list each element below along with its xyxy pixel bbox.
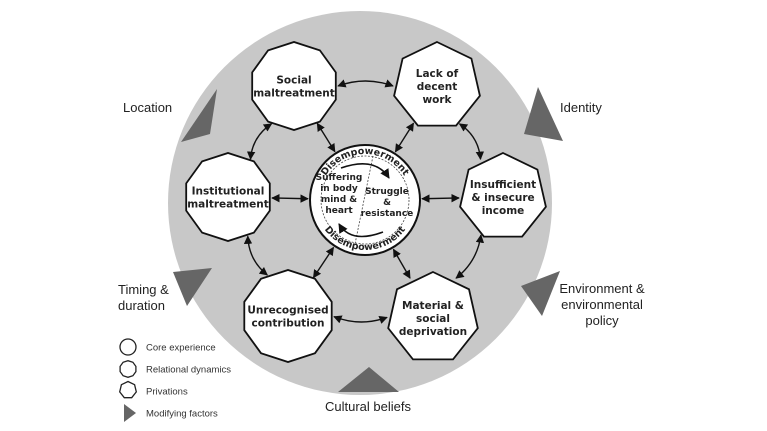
- cycle-arrow-icon: [338, 223, 384, 238]
- core-suffering-label: in body: [320, 184, 358, 194]
- relational-shape: [251, 41, 337, 131]
- node-label: maltreatment: [253, 88, 335, 100]
- core-struggle-label: Struggle: [365, 187, 409, 197]
- node-label: Insufficient: [470, 179, 536, 191]
- arrow-lack-insufficient: [458, 123, 485, 161]
- core-struggle-label: resistance: [361, 209, 414, 219]
- arrow-core-institutional: [271, 193, 309, 203]
- node-label: deprivation: [399, 326, 467, 338]
- core-outer-circle: [309, 144, 421, 256]
- core-inner-circle: [320, 155, 410, 245]
- modifier-label-identity: Identity: [560, 100, 602, 115]
- modifier-label-environment: environmental: [561, 297, 643, 312]
- core-suffering-label: heart: [325, 206, 353, 216]
- arrow-core-material: [392, 248, 411, 279]
- legend-label: Privations: [146, 387, 188, 398]
- modifier-label-environment: Environment &: [559, 281, 645, 296]
- arrow-unrecognised-institutional: [243, 235, 268, 276]
- core-experience: DisempowermentDisempowermentSufferingin …: [309, 144, 421, 256]
- legend-decagon-icon: [119, 360, 137, 378]
- modifier-label-timing: duration: [118, 298, 165, 313]
- privation-shape: [459, 152, 547, 238]
- legend-label: Core experience: [146, 343, 216, 354]
- node-label: Social: [276, 75, 311, 87]
- node-label: contribution: [251, 318, 324, 330]
- node-label: decent: [417, 81, 457, 93]
- arrow-institutional-social: [246, 123, 273, 161]
- environment-triangle: [521, 271, 560, 316]
- relational-shape: [243, 269, 333, 363]
- arrow-core-lack: [394, 122, 415, 153]
- node-label: Unrecognised: [247, 305, 328, 317]
- modifier-label-location: Location: [123, 100, 172, 115]
- core-suffering-label: Suffering: [316, 173, 363, 183]
- modifier-label-cultural: Cultural beliefs: [325, 399, 411, 414]
- arrow-core-unrecognised: [312, 246, 335, 279]
- arrow-core-insufficient: [421, 193, 460, 203]
- node-label: work: [422, 94, 452, 106]
- arrow-insufficient-material: [455, 234, 485, 279]
- node-label: Material &: [402, 300, 464, 312]
- identity-triangle: [524, 87, 563, 141]
- node-label: & insecure: [471, 192, 534, 204]
- core-suffering-label: mind &: [321, 195, 357, 205]
- privation-shape: [393, 41, 481, 127]
- node-label: social: [416, 313, 450, 325]
- legend-triangle-icon: [124, 404, 136, 422]
- arrow-social-lack: [337, 79, 394, 88]
- privation-shape: [387, 271, 479, 361]
- legend-heptagon-icon: [118, 380, 138, 399]
- modifier-label-timing: Timing &: [118, 282, 169, 297]
- location-triangle: [181, 89, 217, 142]
- cycle-arrow-icon: [340, 162, 390, 179]
- modifier-label-environment: policy: [585, 313, 619, 328]
- arrow-core-social: [316, 122, 336, 153]
- cultural-triangle: [338, 367, 399, 392]
- core-struggle-label: &: [383, 198, 391, 208]
- timing-triangle: [173, 268, 212, 306]
- node-label: Institutional: [192, 186, 265, 198]
- legend-circle-icon: [119, 338, 137, 356]
- core-divider: [354, 155, 374, 245]
- arrow-material-unrecognised: [333, 315, 388, 324]
- node-label: Lack of: [416, 68, 459, 80]
- relational-shape: [185, 152, 271, 242]
- legend-label: Relational dynamics: [146, 365, 231, 376]
- legend-label: Modifying factors: [146, 409, 218, 420]
- node-label: income: [482, 205, 525, 217]
- node-label: maltreatment: [187, 199, 269, 211]
